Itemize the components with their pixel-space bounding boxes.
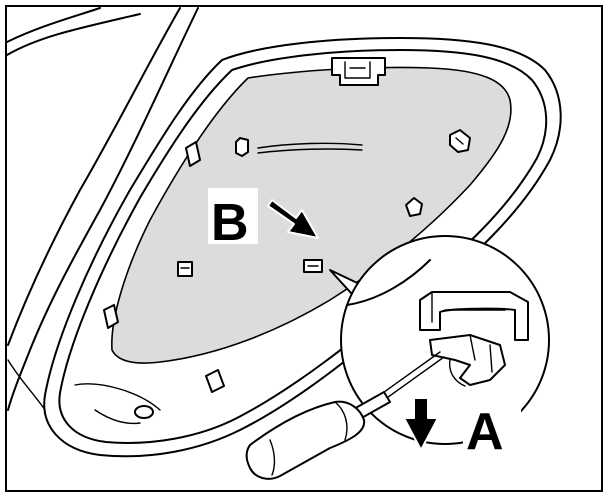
arrow-down-right-icon [267, 199, 319, 239]
side-clip-upper [185, 141, 201, 167]
panel-clip-left-mid [177, 261, 193, 277]
side-clip-lower [103, 304, 119, 329]
panel-clip-target [303, 259, 323, 273]
panel-clip-left-top [235, 137, 249, 157]
magnified-detail [340, 235, 550, 445]
arrow-down-icon [403, 397, 439, 451]
step-a-label-bg [463, 395, 521, 453]
panel-clip-right-top [449, 129, 471, 153]
trim-panel [111, 66, 512, 364]
step-a-label: A [466, 403, 504, 461]
bottom-clip [205, 369, 225, 393]
step-b-callout: B [208, 188, 319, 252]
step-b-label: B [211, 194, 249, 252]
housing-frame [43, 37, 562, 458]
panel-clip-right-mid [405, 197, 423, 217]
step-b-label-bg [208, 188, 258, 244]
step-a-callout: A [403, 395, 521, 461]
top-clip [331, 57, 386, 86]
screwdriver [245, 391, 391, 480]
upper-trim-outline [6, 7, 199, 411]
bottom-screw-boss [134, 405, 154, 419]
panel-slot [257, 142, 363, 154]
